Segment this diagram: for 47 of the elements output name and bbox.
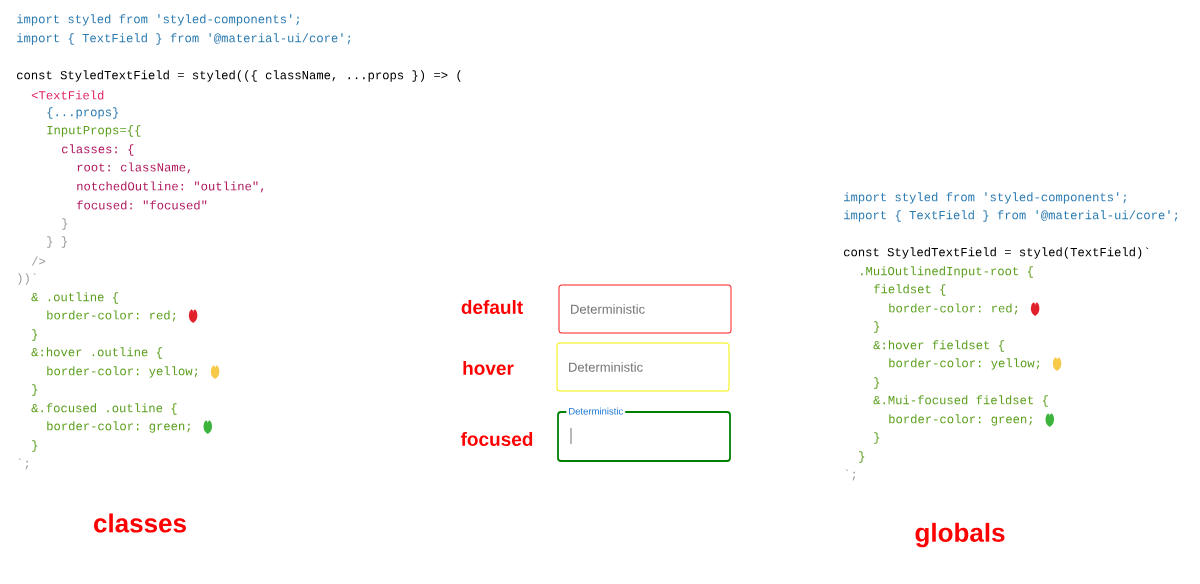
state-label: hover — [463, 361, 514, 375]
code-line: border-color: red; — [47, 310, 176, 322]
code-line: border-color: yellow; — [889, 358, 1040, 370]
code-line: fieldset { — [874, 284, 946, 296]
code-line: `; — [18, 458, 29, 470]
code-line: InputProps={{ — [47, 125, 141, 137]
code-line: } } — [47, 236, 67, 248]
code-line: &.Mui-focused fieldset { — [873, 395, 1048, 407]
state-label: default — [461, 300, 523, 314]
code-line: classes: { — [61, 144, 134, 156]
code-line: focused: "focused" — [77, 200, 207, 210]
code-line: } — [874, 377, 880, 389]
code-line: .MuiOutlinedInput-root { — [861, 266, 1033, 278]
code-line: import { TextField } from '@material-ui/core'; — [17, 33, 351, 45]
code-line: } — [32, 384, 38, 396]
code-line: &:hover fieldset { — [873, 340, 1004, 352]
input-field: Deterministic — [558, 284, 732, 334]
code-line: import styled from 'styled-components'; — [844, 192, 1127, 204]
code-line: const StyledTextField = styled(TextField)` — [844, 247, 1149, 259]
code-line: &:hover .outline { — [31, 347, 162, 359]
code-line: } — [874, 321, 880, 333]
code-line: border-color: yellow; — [47, 366, 198, 378]
state-label: focused — [460, 432, 533, 446]
code-line: import { TextField } from '@material-ui/core'; — [844, 210, 1178, 222]
input-field: Deterministic — [556, 342, 730, 392]
code-line: {...props} — [47, 107, 119, 119]
code-line: border-color: green; — [889, 414, 1032, 426]
code-line: const StyledTextField = styled(({ className, ...props }) => ( — [16, 70, 461, 82]
code-line: } — [62, 218, 68, 230]
section-title: globals — [915, 522, 1005, 548]
code-line: border-color: red; — [889, 303, 1018, 315]
code-line: ))` — [18, 273, 36, 285]
code-line: notchedOutline: "outline", — [77, 181, 264, 193]
code-line: /> — [31, 256, 46, 266]
code-line: `; — [845, 469, 856, 481]
code-line: & .outline { — [31, 292, 119, 304]
code-line: } — [32, 440, 38, 452]
code-line: root: className, — [77, 162, 191, 174]
section-title: classes — [94, 513, 186, 533]
code-line: } — [874, 432, 880, 444]
code-line: <TextField — [31, 90, 104, 100]
code-line: border-color: green; — [47, 421, 190, 433]
code-line: &.focused .outline { — [31, 403, 177, 415]
code-line: } — [32, 329, 38, 341]
code-line: import styled from 'styled-components'; — [17, 14, 300, 26]
input-field: Deterministic — [557, 406, 731, 462]
code-line: } — [859, 451, 865, 463]
